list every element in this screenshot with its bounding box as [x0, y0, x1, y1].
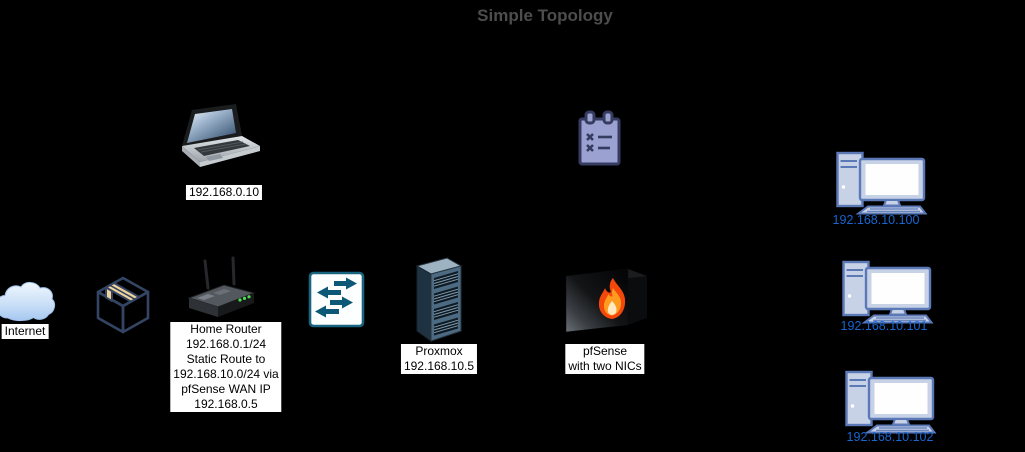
node-laptop[interactable]	[172, 98, 264, 178]
router-label-line: 192.168.10.0/24 via	[173, 367, 279, 381]
clipboard-notes-icon	[577, 110, 623, 168]
rack-server-icon	[410, 255, 468, 343]
pfsense-label-line: with two NICs	[568, 359, 642, 373]
proxmox-label: Proxmox 192.168.10.5	[400, 344, 478, 374]
desktop-pc-icon	[836, 150, 928, 216]
node-modem-package[interactable]	[94, 275, 152, 335]
node-pfsense[interactable]	[564, 266, 648, 340]
internet-label: Internet	[1, 324, 49, 339]
router-label-line: 192.168.0.5	[194, 397, 258, 411]
proxmox-label-line: 192.168.10.5	[403, 359, 475, 373]
pc-100-ip-label: 192.168.10.100	[832, 213, 920, 227]
diagram-title: Simple Topology	[477, 6, 613, 25]
node-home-router[interactable]	[183, 256, 261, 330]
proxmox-label-line: Proxmox	[415, 344, 463, 358]
node-internet[interactable]	[0, 279, 56, 323]
l2-switch-arrows-icon	[308, 269, 366, 331]
node-proxmox[interactable]	[410, 255, 468, 343]
desktop-pc-icon	[845, 369, 937, 435]
router-label-line: Home Router	[190, 322, 262, 336]
router-label: Home Router 192.168.0.1/24 Static Route …	[170, 322, 282, 412]
node-switch[interactable]	[308, 269, 366, 331]
node-notes[interactable]	[577, 110, 623, 168]
pc-102-ip-label: 192.168.10.102	[846, 430, 934, 444]
pc-101-ip-label: 192.168.10.101	[840, 319, 928, 333]
package-box-icon	[94, 275, 152, 335]
router-label-line: Static Route to	[186, 352, 266, 366]
node-pc-102[interactable]	[845, 369, 937, 435]
router-label-line: 192.168.0.1/24	[185, 337, 267, 351]
desktop-pc-icon	[842, 259, 934, 325]
router-label-line: pfSense WAN IP	[181, 382, 271, 396]
pfsense-label-line: pfSense	[582, 344, 628, 358]
laptop-ip-label: 192.168.0.10	[185, 185, 263, 200]
cloud-icon	[0, 279, 56, 323]
node-pc-100[interactable]	[836, 150, 928, 216]
laptop-icon	[172, 98, 264, 178]
wireless-router-icon	[183, 256, 261, 330]
node-pc-101[interactable]	[842, 259, 934, 325]
firewall-flame-icon	[564, 266, 648, 340]
pfsense-label: pfSense with two NICs	[565, 344, 645, 374]
